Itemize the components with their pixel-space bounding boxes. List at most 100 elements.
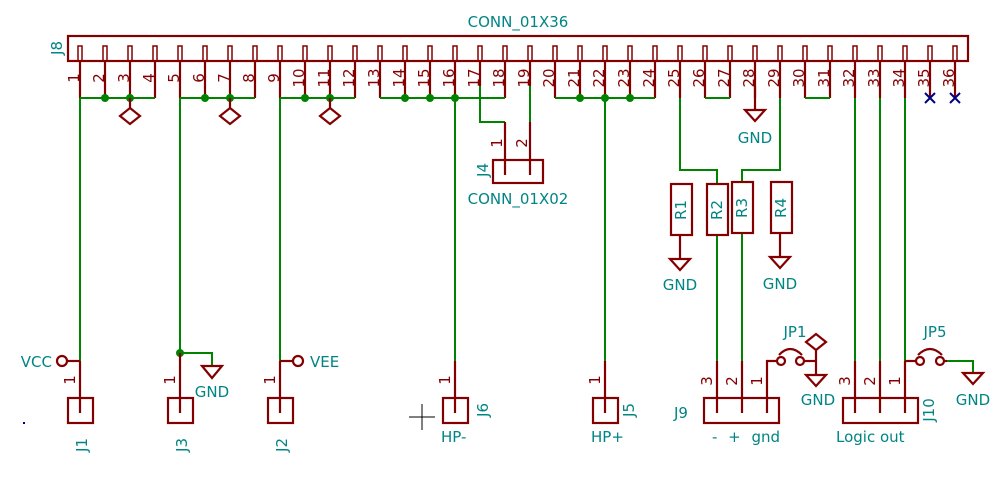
j8-pin-18[interactable]: [502, 45, 508, 62]
j8-pin-31[interactable]: [827, 45, 833, 62]
j8-pin-33[interactable]: [877, 45, 883, 62]
j8-pin-17[interactable]: [477, 45, 483, 62]
resistor-r1[interactable]: R1: [669, 182, 694, 237]
resistor-r4[interactable]: R4: [769, 180, 794, 235]
j8-ref: J8: [48, 41, 66, 56]
j8-pin-20[interactable]: [552, 45, 558, 62]
j2-connector[interactable]: VEE 1 J2: [261, 353, 339, 453]
j10-value: Logic out: [836, 428, 905, 446]
j8-pin-19[interactable]: [527, 45, 533, 62]
j10-connector[interactable]: 3 2 1 J10 Logic out: [836, 361, 938, 446]
j2-ref: J2: [273, 438, 291, 453]
j5-connector[interactable]: 1 J5 HP+: [586, 361, 638, 446]
pin-number: 3: [698, 376, 716, 386]
pin-number: 1: [161, 375, 179, 385]
gnd-label: GND: [738, 129, 772, 147]
jp1-jumper[interactable]: JP1: [775, 323, 816, 367]
j8-pin-1[interactable]: [77, 45, 83, 62]
pin-number: 29: [765, 68, 783, 87]
vee-label: VEE: [310, 353, 339, 371]
j1-ref: J1: [73, 438, 91, 453]
resistor-r3[interactable]: R3: [730, 180, 755, 235]
r1-ref: R1: [672, 200, 690, 220]
j8-pin-3[interactable]: [127, 45, 133, 62]
j4-connector[interactable]: 1 2 J4 CONN_01X02: [468, 122, 569, 209]
pin-number: 8: [240, 73, 258, 83]
j8-pin-8[interactable]: [252, 45, 258, 62]
pin-number: 11: [315, 68, 333, 87]
pin-number: 26: [690, 68, 708, 87]
pin-number: 22: [590, 68, 608, 87]
crosshair-cursor-icon: [409, 404, 435, 430]
j8-pin-5[interactable]: [177, 45, 183, 62]
j9-value: - + gnd: [712, 428, 780, 446]
j8-pin-6[interactable]: [202, 45, 208, 62]
power-flag-icons: [118, 98, 828, 361]
pin-number: 13: [365, 68, 383, 87]
j8-pin-12[interactable]: [352, 45, 358, 62]
j8-pin-10[interactable]: [302, 45, 308, 62]
j1-connector[interactable]: VCC 1 J1: [21, 353, 95, 453]
j8-pin-4[interactable]: [152, 45, 158, 62]
j9-connector[interactable]: 3 2 1 J9 - + gnd: [673, 359, 781, 446]
j8-pin-21[interactable]: [577, 45, 583, 62]
pin-number: 28: [740, 68, 758, 87]
gnd-label: GND: [195, 383, 229, 401]
j8-pin-11[interactable]: [327, 45, 333, 62]
pin-number: 6: [190, 73, 208, 83]
j8-pin-22[interactable]: [602, 45, 608, 62]
pin-number: 20: [540, 68, 558, 87]
pin-number: 1: [65, 73, 83, 83]
j8-pin-2[interactable]: [102, 45, 108, 62]
j8-pin-13[interactable]: [377, 45, 383, 62]
j8-pin-26[interactable]: [702, 45, 708, 62]
r2-ref: R2: [708, 200, 726, 220]
vcc-label: VCC: [21, 353, 52, 371]
pin-number: 25: [665, 68, 683, 87]
pin-number: 1: [436, 375, 454, 385]
j8-pin-24[interactable]: [652, 45, 658, 62]
bus-wires: [79, 86, 974, 373]
j4-ref: J4: [474, 163, 492, 178]
j5-value: HP+: [591, 428, 624, 446]
j8-pin-16[interactable]: [452, 45, 458, 62]
resistor-r2[interactable]: R2: [705, 182, 730, 237]
j8-pin-23[interactable]: [627, 45, 633, 62]
j8-pin-27[interactable]: [727, 45, 733, 62]
jp5-ref: JP5: [922, 323, 946, 341]
pin-number: 1: [261, 375, 279, 385]
j8-pin-14[interactable]: [402, 45, 408, 62]
pin-number: 3: [836, 376, 854, 386]
pin-number: 30: [790, 68, 808, 87]
pin-number: 2: [90, 73, 108, 83]
pin-number: 2: [513, 138, 531, 148]
j8-pin-15[interactable]: [427, 45, 433, 62]
j8-pin-36[interactable]: [952, 45, 958, 62]
pin-number: 36: [940, 68, 958, 87]
jp5-jumper[interactable]: JP5: [905, 323, 947, 367]
j8-pin-7[interactable]: [227, 45, 233, 62]
gnd-symbols: GND GND GND GND GND GND: [195, 86, 990, 409]
j8-pin-35[interactable]: [927, 45, 933, 62]
pin-number: 23: [615, 68, 633, 87]
j6-connector[interactable]: 1 J6 HP-: [436, 361, 492, 446]
pin-number: 7: [215, 73, 233, 83]
j3-connector[interactable]: 1 J3: [161, 353, 195, 453]
jp1-ref: JP1: [782, 323, 806, 341]
j8-body[interactable]: [66, 34, 970, 63]
pin-number: 17: [465, 68, 483, 87]
j8-pin-29[interactable]: [777, 45, 783, 62]
j8-pin-9[interactable]: [277, 45, 283, 62]
j8-pin-32[interactable]: [852, 45, 858, 62]
j8-pin-30[interactable]: [802, 45, 808, 62]
pin-number: 33: [865, 68, 883, 87]
j8-pin-28[interactable]: [752, 45, 758, 62]
r4-ref: R4: [772, 198, 790, 218]
pin-number: 5: [165, 73, 183, 83]
pin-number: 2: [723, 376, 741, 386]
j8-pin-25[interactable]: [677, 45, 683, 62]
pin-number: 10: [290, 68, 308, 87]
junction-dots: [101, 94, 634, 357]
j8-pin-34[interactable]: [902, 45, 908, 62]
